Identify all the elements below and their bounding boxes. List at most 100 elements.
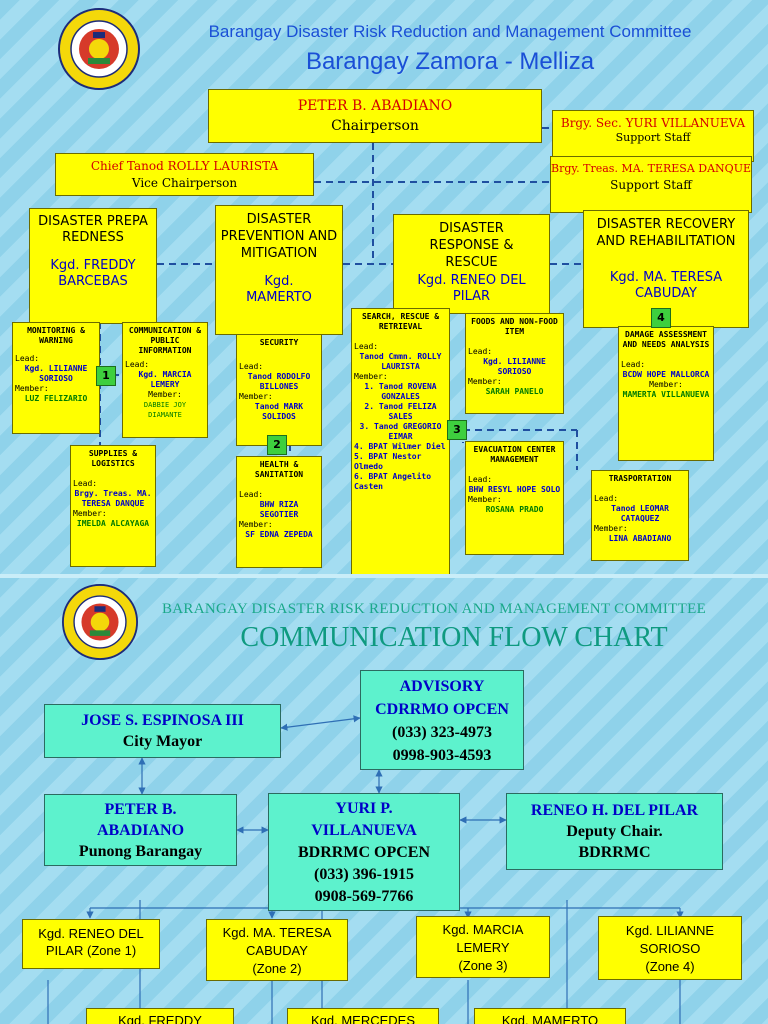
advisory-office: CDRRMO OPCEN bbox=[375, 701, 509, 718]
barangay-seal-logo bbox=[61, 584, 138, 660]
team-title: COMMUNICATION & PUBLIC INFORMATION bbox=[128, 326, 202, 355]
dept-title: DISASTER RESPONSE & RESCUE bbox=[429, 221, 514, 270]
lead-label: Lead: bbox=[239, 362, 264, 371]
team-lead: Brgy. Treas. MA. TERESA DANQUE bbox=[74, 489, 152, 508]
number-tag-2: 2 bbox=[267, 435, 287, 455]
zone-kagawad-name: Kgd. RENEO DEL PILAR (Zone 1) bbox=[38, 926, 144, 958]
team-lead: Tanod RODOLFO BILLONES bbox=[247, 372, 311, 391]
dept-head: Kgd. RENEO DEL PILAR bbox=[417, 273, 526, 304]
team-monitoring-box: MONITORING & WARNING Lead: Kgd. LILIANNE… bbox=[12, 322, 100, 434]
member-item: 3. Tanod GREGORIO EIMAR bbox=[359, 422, 442, 441]
dept-head: Kgd. FREDDY BARCEBAS bbox=[50, 258, 136, 289]
committee-title: BARANGAY DISASTER RISK REDUCTION AND MAN… bbox=[161, 601, 707, 617]
team-title: TRASPORTATION bbox=[608, 474, 672, 483]
deputy-role: Deputy Chair. bbox=[566, 823, 663, 840]
opcen-mobile: 0908-569-7766 bbox=[314, 888, 414, 905]
member-label: Member: bbox=[73, 509, 107, 518]
team-title: SUPPLIES & LOGISTICS bbox=[88, 449, 138, 468]
dept-head: Kgd. MAMERTO bbox=[246, 274, 312, 305]
team-damage-box: DAMAGE ASSESSMENT AND NEEDS ANALYSIS Lea… bbox=[618, 326, 714, 461]
opcen-phone: (033) 396-1915 bbox=[314, 866, 414, 883]
member-label: Member: bbox=[468, 377, 502, 386]
vice-chair-role: Vice Chairperson bbox=[131, 176, 238, 190]
team-members: SF EDNA ZEPEDA bbox=[245, 530, 313, 539]
committee-title: Barangay Disaster Risk Reduction and Man… bbox=[208, 22, 692, 41]
kagawad-name: Kgd. MERCEDES bbox=[310, 1013, 416, 1024]
team-lead: Kgd. LILIANNE SORIOSO bbox=[24, 364, 88, 383]
team-members: SARAH PANELO bbox=[485, 387, 544, 396]
advisory-box: ADVISORY CDRRMO OPCEN (033) 323-4973 099… bbox=[360, 670, 524, 770]
advisory-phone: (033) 323-4973 bbox=[392, 724, 492, 741]
org-chart-slide: Barangay Disaster Risk Reduction and Man… bbox=[0, 0, 768, 578]
team-transport-box: TRASPORTATION Lead: Tanod LEOMAR CATAQUE… bbox=[591, 470, 689, 561]
vice-chair-name: Chief Tanod ROLLY LAURISTA bbox=[90, 159, 279, 173]
opcen-office: BDRRMC OPCEN bbox=[298, 844, 430, 861]
secretary-box: Brgy. Sec. YURI VILLANUEVA Support Staff bbox=[552, 110, 754, 162]
team-evacuation-box: EVACUATION CENTER MANAGEMENT Lead: BHW R… bbox=[465, 441, 564, 555]
dept-title: DISASTER RECOVERY AND REHABILITATION bbox=[596, 217, 736, 249]
team-lead: Tanod Cmmn. ROLLY LAURISTA bbox=[359, 352, 442, 371]
lead-label: Lead: bbox=[73, 479, 98, 488]
secretary-name: Brgy. Sec. YURI VILLANUEVA bbox=[560, 116, 746, 130]
team-title: EVACUATION CENTER MANAGEMENT bbox=[473, 445, 556, 464]
zone-4-box: Kgd. LILIANNE SORIOSO (Zone 4) bbox=[598, 916, 742, 980]
lead-label: Lead: bbox=[468, 347, 493, 356]
team-members: ROSANA PRADO bbox=[485, 505, 544, 514]
member-label: Member: bbox=[239, 392, 273, 401]
team-lead: BCDW HOPE MALLORCA bbox=[622, 370, 710, 379]
member-label: Member: bbox=[649, 380, 683, 389]
kagawad-name: Kgd. FREDDY bbox=[118, 1013, 202, 1024]
team-security-box: SECURITY Lead: Tanod RODOLFO BILLONES Me… bbox=[236, 334, 322, 446]
secretary-role: Support Staff bbox=[615, 131, 691, 144]
chairperson-role: Chairperson bbox=[331, 118, 419, 134]
member-label: Member: bbox=[354, 372, 388, 381]
chairperson-box: PETER B. ABADIANO Chairperson bbox=[208, 89, 542, 143]
member-label: Member: bbox=[468, 495, 502, 504]
member-item: 1. Tanod ROVENA GONZALES bbox=[364, 382, 437, 401]
vice-chair-box: Chief Tanod ROLLY LAURISTA Vice Chairper… bbox=[55, 153, 314, 196]
flow-chart-title: COMMUNICATION FLOW CHART bbox=[240, 622, 668, 653]
member-label: Member: bbox=[594, 524, 628, 533]
bdrrmc-opcen-box: YURI P. VILLANUEVA BDRRMC OPCEN (033) 39… bbox=[268, 793, 460, 911]
zone-label: (Zone 1) bbox=[87, 943, 137, 958]
dept-title: DISASTER PREVENTION AND MITIGATION bbox=[220, 212, 338, 261]
member-item: 4. BPAT Wilmer Diel bbox=[354, 442, 446, 451]
dept-response-box: DISASTER RESPONSE & RESCUE Kgd. RENEO DE… bbox=[393, 214, 550, 314]
zone-label: (Zone 3) bbox=[458, 958, 508, 973]
deputy-org: BDRRMC bbox=[578, 844, 651, 861]
deputy-chair-box: RENEO H. DEL PILAR Deputy Chair. BDRRMC bbox=[506, 793, 723, 870]
mayor-role: City Mayor bbox=[122, 733, 203, 750]
treasurer-box: Brgy. Treas. MA. TERESA DANQUE Support S… bbox=[550, 156, 752, 213]
lead-label: Lead: bbox=[239, 490, 264, 499]
team-title: FOODS AND NON-FOOD ITEM bbox=[471, 317, 558, 336]
dept-recovery-box: DISASTER RECOVERY AND REHABILITATION Kgd… bbox=[583, 210, 749, 328]
dept-head: Kgd. MA. TERESA CABUDAY bbox=[609, 270, 723, 301]
mayor-box: JOSE S. ESPINOSA III City Mayor bbox=[44, 704, 281, 758]
zone-kagawad-name: Kgd. LILIANNE SORIOSO bbox=[625, 923, 715, 956]
team-title: SECURITY bbox=[259, 338, 299, 347]
dept-title: DISASTER PREPAREDNESS bbox=[38, 214, 148, 245]
zone-kagawad-name: Kgd. MA. TERESA CABUDAY bbox=[222, 925, 332, 958]
zone-kagawad-name: Kgd. MARCIA LEMERY bbox=[442, 922, 524, 955]
zone-3-box: Kgd. MARCIA LEMERY (Zone 3) bbox=[416, 916, 550, 978]
number-tag-1: 1 bbox=[96, 366, 116, 386]
dept-prevention-box: DISASTER PREVENTION AND MITIGATION Kgd. … bbox=[215, 205, 343, 335]
zone-2-box: Kgd. MA. TERESA CABUDAY (Zone 2) bbox=[206, 919, 348, 981]
treasurer-role: Support Staff bbox=[610, 178, 692, 192]
team-title: HEALTH & SANITATION bbox=[254, 460, 304, 479]
team-communication-box: COMMUNICATION & PUBLIC INFORMATION Lead:… bbox=[122, 322, 208, 438]
team-members: DABBIE JOY DIAMANTE bbox=[143, 401, 187, 419]
kagawad-mamerto-box: Kgd. MAMERTO bbox=[474, 1008, 626, 1024]
advisory-mobile: 0998-903-4593 bbox=[392, 747, 492, 764]
zone-1-box: Kgd. RENEO DEL PILAR (Zone 1) bbox=[22, 919, 160, 969]
dept-preparedness-box: DISASTER PREPAREDNESS Kgd. FREDDY BARCEB… bbox=[29, 208, 157, 324]
lead-label: Lead: bbox=[468, 475, 493, 484]
deputy-name: RENEO H. DEL PILAR bbox=[530, 802, 699, 819]
punong-role: Punong Barangay bbox=[78, 843, 203, 860]
communication-flow-slide: BARANGAY DISASTER RISK REDUCTION AND MAN… bbox=[0, 578, 768, 1024]
member-item: 2. Tanod FELIZA SALES bbox=[364, 402, 437, 421]
number-tag-4: 4 bbox=[651, 308, 671, 328]
team-health-box: HEALTH & SANITATION Lead: BHW RIZA SEGOT… bbox=[236, 456, 322, 568]
lead-label: Lead: bbox=[15, 354, 40, 363]
lead-label: Lead: bbox=[125, 360, 150, 369]
